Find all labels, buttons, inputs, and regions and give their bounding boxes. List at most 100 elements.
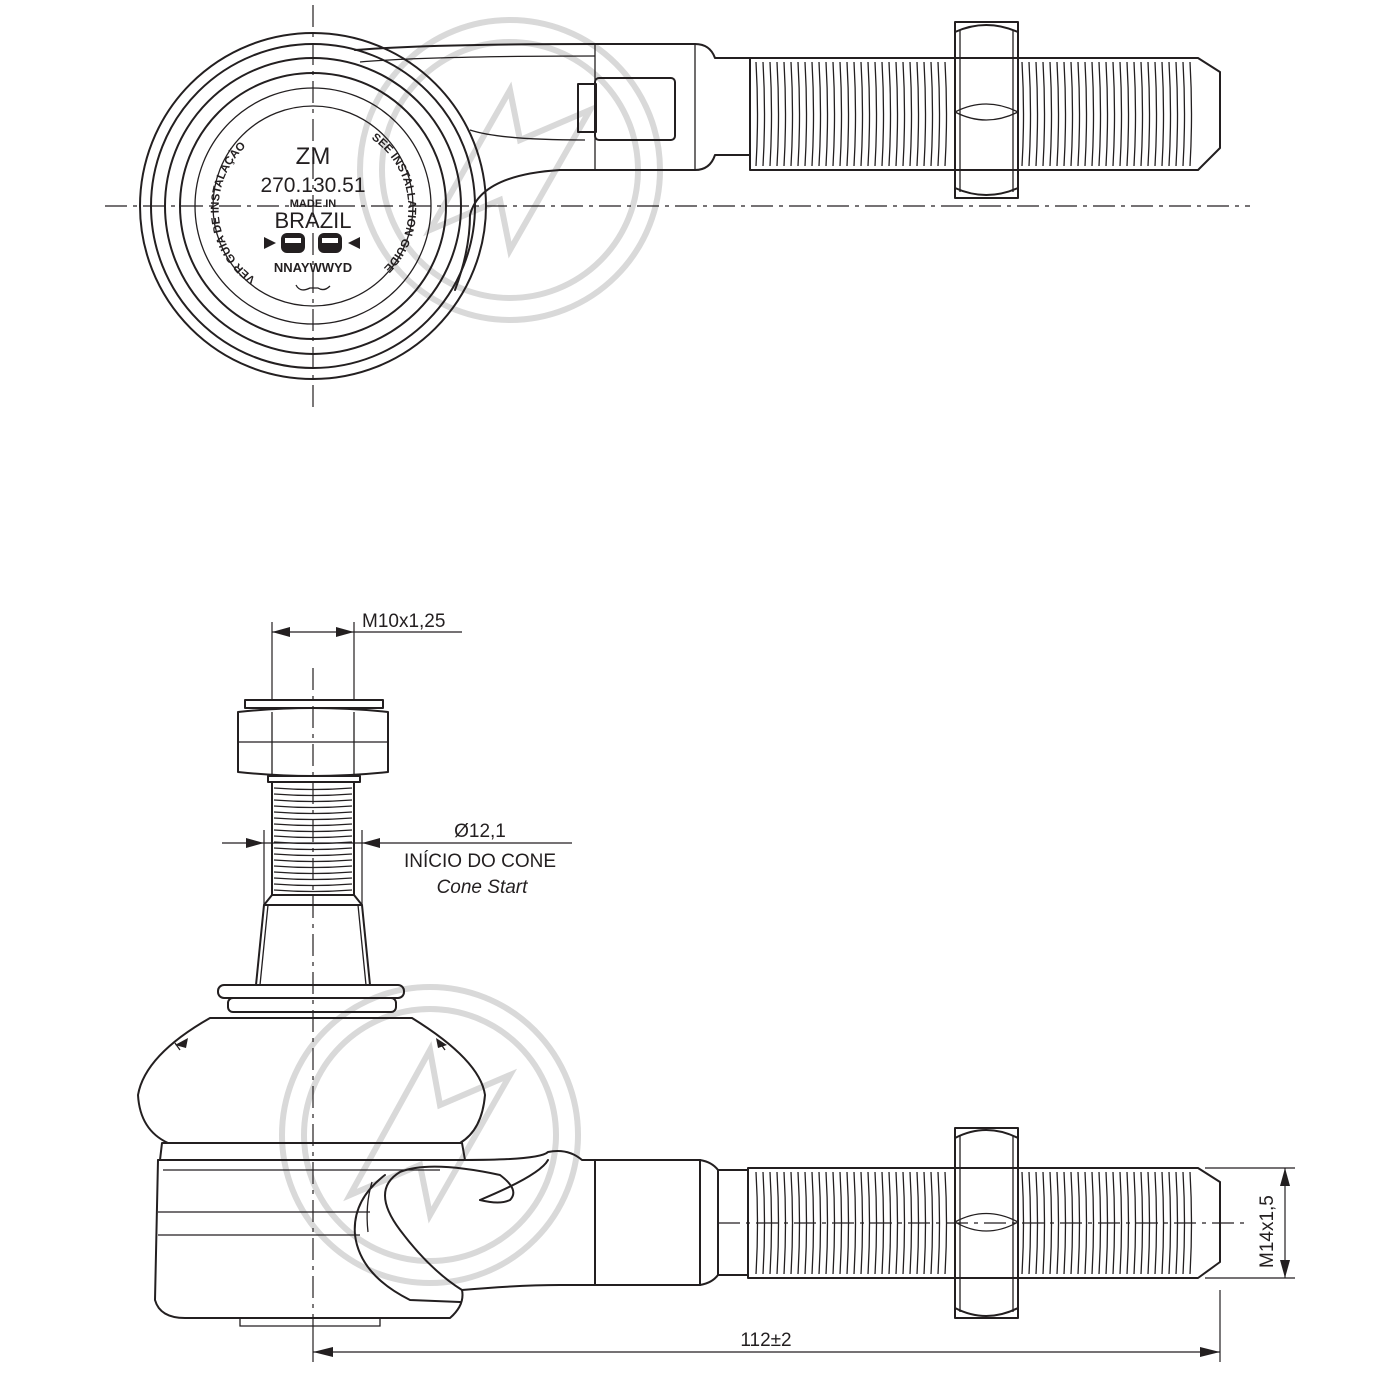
thread-crest (811, 1171, 815, 1275)
thread-crest (1189, 61, 1193, 167)
cone-start-label-en: Cone Start (437, 877, 529, 898)
thread-crest (1119, 61, 1123, 167)
thread-crest (273, 877, 353, 881)
ball-joint-housing (154, 1142, 701, 1327)
thread-crest (930, 1171, 934, 1275)
thread-crest (273, 889, 353, 893)
thread-crest (1126, 61, 1130, 167)
thread-crest (846, 61, 850, 167)
part-number: 270.130.51 (260, 174, 365, 197)
thread-crest (273, 859, 353, 863)
thread-crest (902, 1171, 906, 1275)
thread-crest (832, 1171, 836, 1275)
thread-crest (769, 1171, 773, 1275)
thread-crest (1098, 61, 1102, 167)
thread-crest (853, 61, 857, 167)
thread-crest (273, 823, 353, 827)
thread-crest (944, 1171, 948, 1275)
thread-crest (1063, 61, 1067, 167)
thread-crest (1182, 1171, 1186, 1275)
overall-length-dimension: 112±2 (312, 1290, 1221, 1362)
thread-crest (867, 1171, 871, 1275)
thread-crest (874, 61, 878, 167)
directional-car-icon (264, 233, 360, 253)
thread-crest (1112, 61, 1116, 167)
thread-crest (762, 61, 766, 167)
thread-crest (1133, 61, 1137, 167)
thread-crest (1098, 1171, 1102, 1275)
thread-crest (1154, 61, 1158, 167)
thread-crest (1182, 61, 1186, 167)
thread-crest (860, 1171, 864, 1275)
thread-crest (273, 847, 353, 851)
thread-crest (881, 61, 885, 167)
thread-crest (1105, 61, 1109, 167)
thread-crest (909, 1171, 913, 1275)
seal-washer (217, 984, 405, 1013)
thread-crest (888, 61, 892, 167)
thread-crest (1028, 61, 1032, 167)
thread-crest (902, 61, 906, 167)
thread-crest (1133, 1171, 1137, 1275)
thread-crest (1161, 1171, 1165, 1275)
thread-crest (1140, 1171, 1144, 1275)
thread-crest (1126, 1171, 1130, 1275)
thread-crest (273, 835, 353, 839)
mold-mark-icon (295, 284, 331, 291)
threaded-shank-side (747, 1167, 1221, 1279)
thread-crest (811, 61, 815, 167)
thread-crest (1091, 61, 1095, 167)
overall-length-label: 112±2 (740, 1330, 791, 1351)
thread-crest (783, 61, 787, 167)
thread-crest (273, 805, 353, 809)
watermark-logo-side (279, 984, 581, 1286)
date-code: NNAYWWYD (274, 260, 352, 275)
thread-crest (923, 61, 927, 167)
thread-crest (867, 61, 871, 167)
thread-crest (273, 793, 353, 797)
thread-crest (804, 61, 808, 167)
thread-crest (895, 1171, 899, 1275)
side-view: M10x1,25 Ø12,1 INÍCIO DO CONE Cone Start… (137, 611, 1295, 1362)
thread-crest (1035, 1171, 1039, 1275)
thread-crest (916, 61, 920, 167)
thread-crest (1077, 1171, 1081, 1275)
thread-crest (818, 61, 822, 167)
thread-crest (1049, 1171, 1053, 1275)
thread-crest (1161, 61, 1165, 167)
thread-crest (1147, 61, 1151, 167)
thread-crest (1077, 61, 1081, 167)
tie-rod-arm-top (354, 43, 751, 291)
thread-crest (1021, 61, 1025, 167)
thread-crest (923, 1171, 927, 1275)
svg-text:VER GUIA DE INSTALAÇÃO: VER GUIA DE INSTALAÇÃO (210, 140, 258, 286)
thread-crest (755, 1171, 759, 1275)
thread-crest (1175, 61, 1179, 167)
made-in-text: MADE IN (290, 198, 337, 210)
thread-crest (783, 1171, 787, 1275)
thread-crest (273, 865, 353, 869)
thread-crest (1175, 1171, 1179, 1275)
thread-crest (776, 61, 780, 167)
thread-crest (1042, 1171, 1046, 1275)
thread-crest (273, 853, 353, 857)
thread-crest (1021, 1171, 1025, 1275)
stud-thread-dimension: M10x1,25 (271, 611, 462, 700)
thread-crest (909, 61, 913, 167)
thread-crest (1105, 1171, 1109, 1275)
thread-crest (853, 1171, 857, 1275)
ball-stud-thread (263, 781, 363, 906)
thread-crest (1084, 61, 1088, 167)
thread-crest (797, 1171, 801, 1275)
thread-crest (1168, 1171, 1172, 1275)
thread-crest (937, 1171, 941, 1275)
thread-crest (273, 811, 353, 815)
thread-crest (1112, 1171, 1116, 1275)
thread-crest (916, 1171, 920, 1275)
thread-crest (1154, 1171, 1158, 1275)
thread-crest (839, 1171, 843, 1275)
thread-crest (839, 61, 843, 167)
thread-crest (930, 61, 934, 167)
thread-crest (273, 883, 353, 887)
stud-nut (237, 699, 389, 783)
